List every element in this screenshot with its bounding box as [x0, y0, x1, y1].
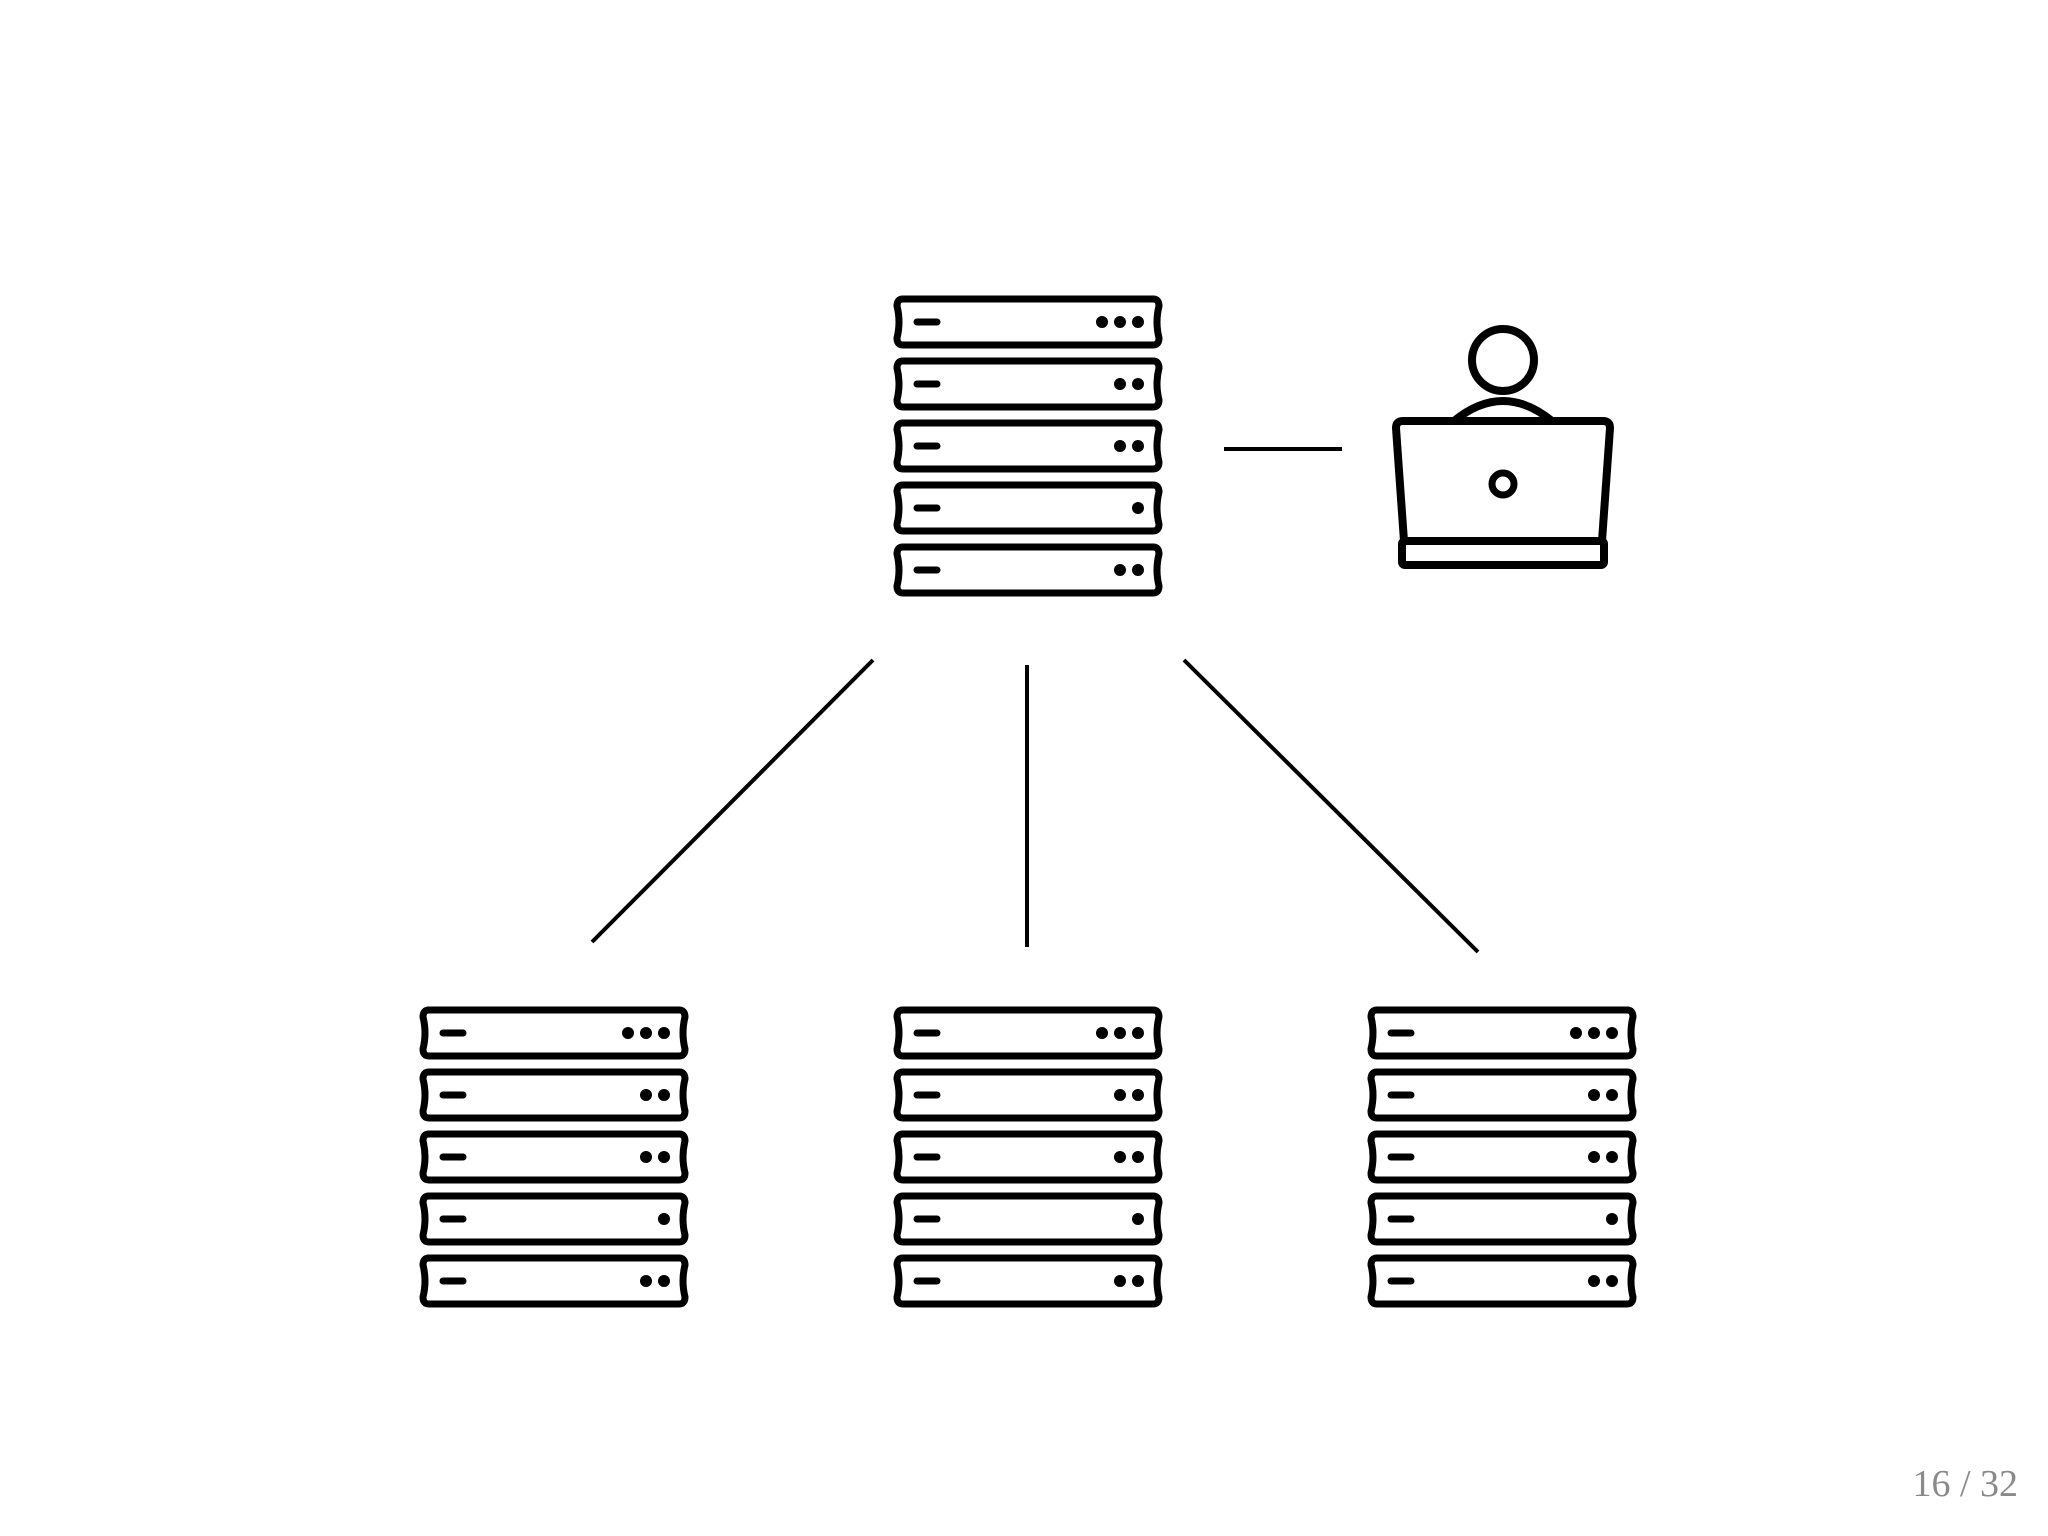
server-unit: [423, 1072, 685, 1118]
page-number: 16 / 32: [1912, 1463, 2018, 1505]
server-unit: [423, 1196, 685, 1242]
status-light-icon: [658, 1089, 670, 1101]
status-light-icon: [658, 1151, 670, 1163]
server-unit: [897, 361, 1159, 407]
worker-server-3-icon: [1371, 1010, 1633, 1304]
server-unit: [897, 1072, 1159, 1118]
status-light-icon: [640, 1027, 652, 1039]
link-master-to-worker-1: [590, 658, 875, 944]
status-light-icon: [640, 1089, 652, 1101]
status-light-icon: [1132, 378, 1144, 390]
connection-lines: [590, 447, 1480, 954]
server-unit: [423, 1258, 685, 1304]
status-light-icon: [1570, 1027, 1582, 1039]
status-light-icon: [658, 1027, 670, 1039]
status-light-icon: [640, 1151, 652, 1163]
status-light-icon: [1606, 1089, 1618, 1101]
status-light-icon: [640, 1275, 652, 1287]
status-light-icon: [1132, 316, 1144, 328]
laptop-logo-icon: [1488, 469, 1518, 499]
server-unit: [897, 1134, 1159, 1180]
server-unit: [1371, 1010, 1633, 1056]
status-light-icon: [1114, 1275, 1126, 1287]
server-unit: [423, 1134, 685, 1180]
server-unit: [897, 1258, 1159, 1304]
user-head-icon: [1468, 325, 1538, 395]
server-unit: [897, 1196, 1159, 1242]
server-unit: [1371, 1072, 1633, 1118]
status-light-icon: [1114, 440, 1126, 452]
status-light-icon: [1114, 1027, 1126, 1039]
status-light-icon: [622, 1027, 634, 1039]
status-light-icon: [1114, 1151, 1126, 1163]
status-light-icon: [1114, 1089, 1126, 1101]
status-light-icon: [1606, 1027, 1618, 1039]
status-light-icon: [1588, 1151, 1600, 1163]
worker-server-1-icon: [423, 1010, 685, 1304]
status-light-icon: [1588, 1275, 1600, 1287]
server-unit: [423, 1010, 685, 1056]
status-light-icon: [1114, 378, 1126, 390]
status-light-icon: [1132, 1151, 1144, 1163]
server-unit: [897, 547, 1159, 593]
status-light-icon: [1096, 1027, 1108, 1039]
server-unit: [1371, 1258, 1633, 1304]
status-light-icon: [1588, 1027, 1600, 1039]
status-light-icon: [1132, 440, 1144, 452]
user-laptop-icon: [1392, 325, 1614, 569]
status-light-icon: [1132, 502, 1144, 514]
status-light-icon: [1132, 1275, 1144, 1287]
status-light-icon: [1606, 1275, 1618, 1287]
status-light-icon: [1132, 1027, 1144, 1039]
link-master-to-worker-3: [1182, 658, 1480, 954]
master-server-icon: [897, 299, 1159, 593]
laptop-base-icon: [1398, 537, 1608, 569]
server-unit: [897, 1010, 1159, 1056]
status-light-icon: [1096, 316, 1108, 328]
user-shoulders-icon: [1450, 397, 1556, 425]
status-light-icon: [1132, 564, 1144, 576]
status-light-icon: [1606, 1213, 1618, 1225]
status-light-icon: [1114, 564, 1126, 576]
status-light-icon: [1132, 1089, 1144, 1101]
server-unit: [897, 485, 1159, 531]
status-light-icon: [658, 1275, 670, 1287]
server-unit: [1371, 1196, 1633, 1242]
status-light-icon: [1606, 1151, 1618, 1163]
worker-server-2-icon: [897, 1010, 1159, 1304]
server-unit: [897, 423, 1159, 469]
status-light-icon: [1114, 316, 1126, 328]
status-light-icon: [1132, 1213, 1144, 1225]
status-light-icon: [1588, 1089, 1600, 1101]
server-unit: [897, 299, 1159, 345]
status-light-icon: [658, 1213, 670, 1225]
server-unit: [1371, 1134, 1633, 1180]
